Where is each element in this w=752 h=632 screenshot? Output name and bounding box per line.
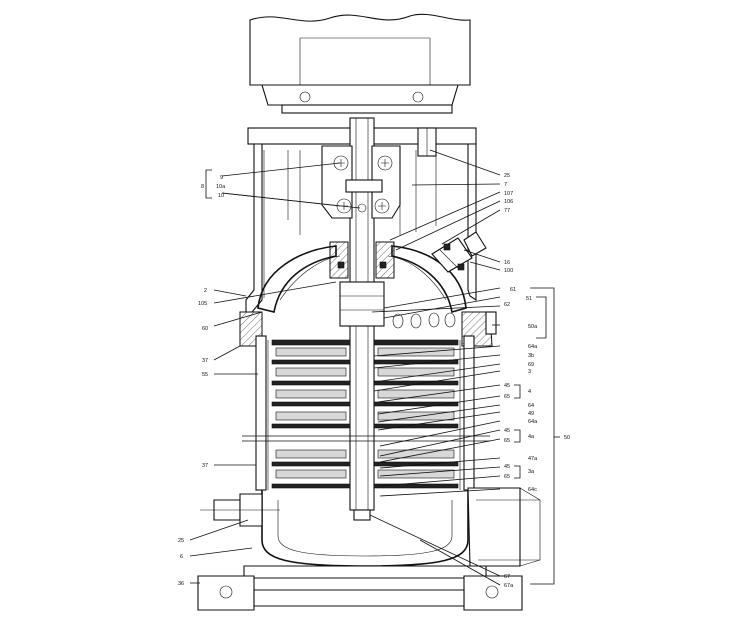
label-16: 16 (504, 260, 510, 266)
label-10: 10 (218, 193, 224, 199)
label-4: 4 (528, 389, 531, 395)
label-64: 64 (528, 403, 534, 409)
label-67a: 67a (504, 583, 514, 589)
label-7: 7 (504, 182, 507, 188)
chamber-stack (242, 335, 490, 491)
label-106: 106 (504, 199, 513, 205)
label-45-c: 45 (504, 464, 510, 470)
label-51: 51 (526, 296, 532, 302)
label-55: 55 (202, 372, 208, 378)
label-65-b: 65 (504, 438, 510, 444)
label-107: 107 (504, 191, 513, 197)
label-60: 60 (202, 326, 208, 332)
shaft-seal (329, 241, 395, 327)
label-105: 105 (198, 301, 207, 307)
label-50: 50 (564, 435, 570, 441)
label-2: 2 (204, 288, 207, 294)
label-4a: 4a (528, 434, 535, 440)
label-64c: 64c (528, 487, 537, 493)
label-62: 62 (504, 302, 510, 308)
leader-lines (189, 149, 560, 586)
label-65-a: 65 (504, 394, 510, 400)
label-25-top: 25 (504, 173, 510, 179)
label-64a-2: 64a (528, 419, 538, 425)
label-67: 67 (504, 574, 510, 580)
label-45-b: 45 (504, 428, 510, 434)
label-47a: 47a (528, 456, 538, 462)
label-8: 8 (201, 184, 204, 190)
position-labels: 9 10a 10 8 25 7 107 106 77 2 105 60 37 5… (178, 173, 570, 589)
label-100: 100 (504, 268, 513, 274)
label-69: 69 (528, 362, 534, 368)
label-37-bottom: 37 (202, 463, 208, 469)
chambers (271, 339, 459, 489)
label-6: 6 (180, 554, 183, 560)
label-64a: 64a (528, 344, 538, 350)
label-25-bottom: 25 (178, 538, 184, 544)
base (197, 487, 541, 611)
label-9: 9 (220, 175, 223, 181)
label-3b: 3b (528, 353, 534, 359)
label-10a: 10a (216, 184, 226, 190)
label-45-a: 45 (504, 383, 510, 389)
label-50a: 50a (528, 324, 538, 330)
label-37-top: 37 (202, 358, 208, 364)
label-3: 3 (528, 369, 531, 375)
label-61: 61 (510, 287, 516, 293)
label-49: 49 (528, 411, 534, 417)
label-3a: 3a (528, 469, 535, 475)
label-77: 77 (504, 208, 510, 214)
label-36: 36 (178, 581, 184, 587)
motor (249, 13, 471, 114)
label-65-c: 65 (504, 474, 510, 480)
